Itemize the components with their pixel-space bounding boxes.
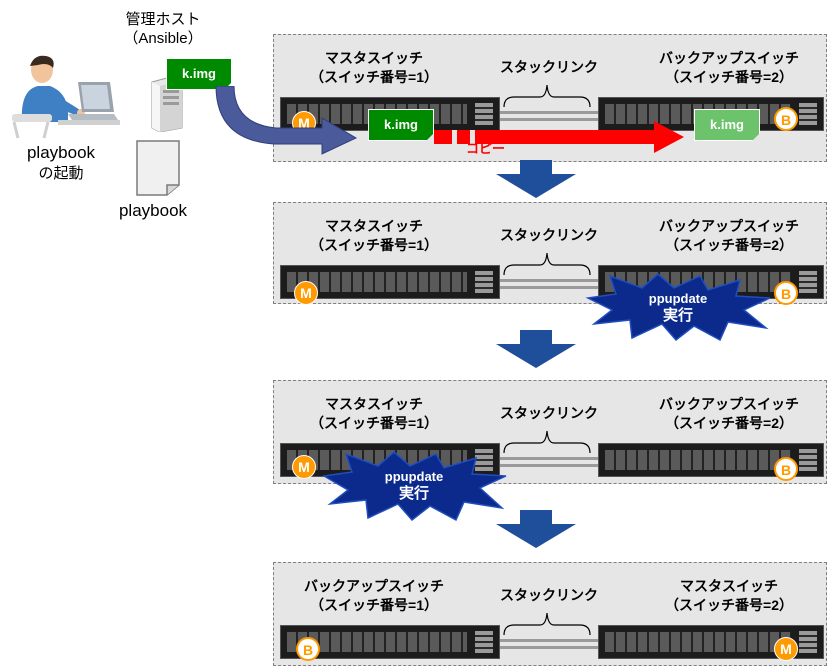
panel-3-left-switch-sfp <box>475 449 493 471</box>
panel-1-left-title: マスタスイッチ （スイッチ番号=1） <box>284 49 464 87</box>
panel-3-left-badge: M <box>292 455 316 479</box>
host-title-line1: 管理ホスト <box>125 11 201 28</box>
document-icon <box>136 140 180 196</box>
panel-1-left-title-line2: （スイッチ番号=1） <box>310 69 438 85</box>
down-arrow-icon <box>496 160 576 198</box>
panel-2-left-badge: M <box>294 281 318 305</box>
panel-1-left-image-file-label: k.img <box>384 117 418 132</box>
burst-label-panel-3-line1: ppupdate <box>384 469 444 484</box>
stack-panel-4: バックアップスイッチ （スイッチ番号=1） スタックリンク マスタスイッチ （ス… <box>273 562 827 666</box>
panel-1-stack-link <box>500 111 598 121</box>
playbook-start-line1: playbook <box>26 143 96 162</box>
burst-label-panel-2-line1: ppupdate <box>648 291 708 306</box>
panel-1-right-title: バックアップスイッチ （スイッチ番号=2） <box>636 49 822 87</box>
explosion-burst-icon <box>321 451 507 522</box>
panel-1-right-image-file: k.img <box>694 109 760 141</box>
panel-1-left-title-line1: マスタスイッチ <box>325 50 423 66</box>
panel-4-left-title-line2: （スイッチ番号=1） <box>310 597 438 613</box>
panel-1-right-badge: B <box>774 107 798 131</box>
panel-3-left-title: マスタスイッチ （スイッチ番号=1） <box>284 395 464 433</box>
panel-4-stack-link <box>500 639 598 649</box>
panel-4-right-badge: M <box>774 637 798 661</box>
person-at-laptop-icon <box>12 55 120 139</box>
panel-3-left-title-line1: マスタスイッチ <box>325 396 423 412</box>
panel-2-left-title-line1: マスタスイッチ <box>325 218 423 234</box>
panel-3-left-title-line2: （スイッチ番号=1） <box>310 415 438 431</box>
panel-4-right-switch-ports <box>605 632 791 652</box>
panel-4-link-brace <box>503 612 591 636</box>
host-title: 管理ホスト （Ansible） <box>108 10 218 48</box>
host-image-file-label: k.img <box>182 66 216 81</box>
panel-1-right-image-file-label: k.img <box>710 117 744 132</box>
down-arrow-icon <box>496 330 576 368</box>
panel-3-right-title: バックアップスイッチ （スイッチ番号=2） <box>636 395 822 433</box>
panel-4-right-title: マスタスイッチ （スイッチ番号=2） <box>636 577 822 615</box>
stack-panel-3: マスタスイッチ （スイッチ番号=1） スタックリンク バックアップスイッチ （ス… <box>273 380 827 484</box>
panel-3-link-title: スタックリンク <box>500 405 598 421</box>
panel-4-right-title-line1: マスタスイッチ <box>680 578 778 594</box>
panel-1-link-title: スタックリンク <box>500 59 598 75</box>
panel-2-stack-link <box>500 279 598 289</box>
panel-2-left-switch-sfp <box>475 271 493 293</box>
panel-4-left-switch-ports <box>287 632 467 652</box>
panel-2-right-badge: B <box>774 281 798 305</box>
burst-label-panel-2: ppupdate 実行 <box>628 290 728 324</box>
panel-4-right-switch-sfp <box>799 631 817 653</box>
panel-2-left-switch <box>280 265 500 299</box>
explosion-burst-icon <box>585 273 771 342</box>
panel-2-right-title: バックアップスイッチ （スイッチ番号=2） <box>636 217 822 255</box>
stack-panel-1: マスタスイッチ （スイッチ番号=1） スタックリンク バックアップスイッチ （ス… <box>273 34 827 162</box>
panel-3-right-title-line2: （スイッチ番号=2） <box>665 415 793 431</box>
panel-4-left-switch-sfp <box>475 631 493 653</box>
panel-1-right-title-line2: （スイッチ番号=2） <box>665 69 793 85</box>
panel-1-link-brace <box>503 84 591 108</box>
panel-1-left-image-file: k.img <box>368 109 434 141</box>
panel-3-right-title-line1: バックアップスイッチ <box>659 396 799 412</box>
panel-3-right-switch-ports <box>605 450 791 470</box>
panel-4-link-title: スタックリンク <box>500 587 598 603</box>
transfer-arrow <box>215 86 358 155</box>
panel-4-right-title-line2: （スイッチ番号=2） <box>665 597 793 613</box>
panel-1-left-switch-sfp <box>475 103 493 125</box>
panel-2-link-title: スタックリンク <box>500 227 598 243</box>
copy-arrow <box>434 121 684 153</box>
panel-2-right-title-line1: バックアップスイッチ <box>659 218 799 234</box>
panel-3-stack-link <box>500 457 598 467</box>
panel-2-right-title-line2: （スイッチ番号=2） <box>665 237 793 253</box>
panel-1-right-title-line1: バックアップスイッチ <box>659 50 799 66</box>
copy-label: コピー <box>466 141 506 156</box>
panel-2-link-brace <box>503 252 591 276</box>
panel-2-left-title-line2: （スイッチ番号=1） <box>310 237 438 253</box>
panel-4-left-title: バックアップスイッチ （スイッチ番号=1） <box>284 577 464 615</box>
panel-2-left-switch-ports <box>287 272 467 292</box>
panel-3-right-switch-sfp <box>799 449 817 471</box>
panel-2-right-switch-sfp <box>799 271 817 293</box>
playbook-start-line2: の起動 <box>38 165 84 182</box>
down-arrow-icon <box>496 510 576 548</box>
panel-4-left-title-line1: バックアップスイッチ <box>304 578 444 594</box>
host-title-line2: （Ansible） <box>123 30 203 47</box>
burst-label-panel-2-line2: 実行 <box>662 307 693 324</box>
panel-1-right-switch-sfp <box>799 103 817 125</box>
playbook-start-label: playbook の起動 <box>16 142 106 184</box>
playbook-doc-label: playbook <box>118 201 188 220</box>
panel-4-left-badge: B <box>296 637 320 661</box>
burst-label-panel-3-line2: 実行 <box>398 485 429 502</box>
burst-label-panel-3: ppupdate 実行 <box>364 468 464 502</box>
panel-3-link-brace <box>503 430 591 454</box>
panel-2-left-title: マスタスイッチ （スイッチ番号=1） <box>284 217 464 255</box>
panel-3-right-badge: B <box>774 457 798 481</box>
